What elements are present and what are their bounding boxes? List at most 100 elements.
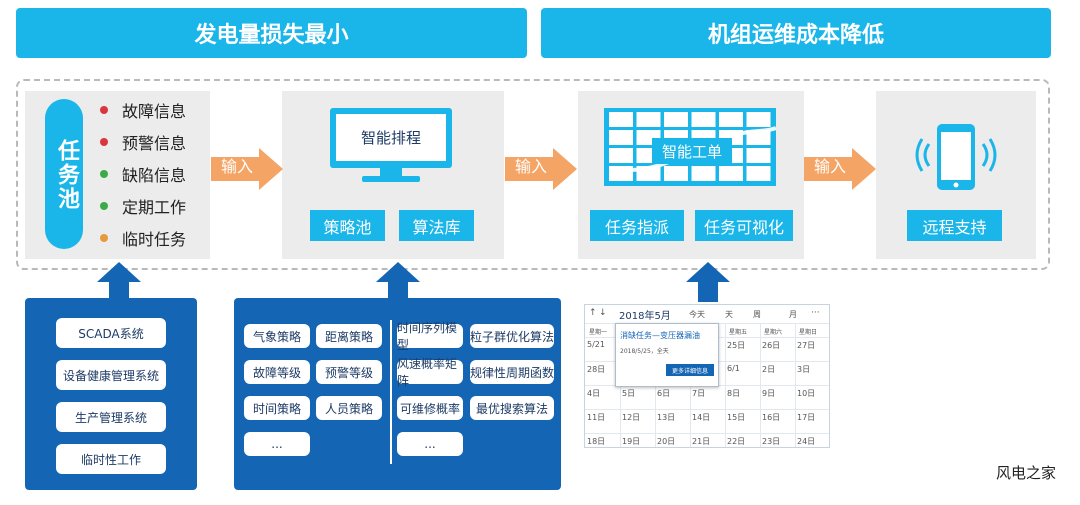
algorithm-item: ...: [397, 432, 463, 456]
view-month: 月: [789, 309, 797, 320]
calendar-day: 17日: [797, 412, 815, 423]
system-item: 临时性工作: [56, 444, 166, 474]
task-item-label: 临时任务: [122, 226, 186, 250]
strategy-item: 时间策略: [244, 396, 310, 420]
system-item: 设备健康管理系统: [56, 360, 166, 390]
strategy-pool-tag: 策略池: [310, 210, 385, 241]
board-cell: [664, 112, 688, 127]
strategy-item: 预警等级: [316, 360, 382, 384]
calendar-day: 6/1: [727, 364, 740, 373]
task-visual-tag: 任务可视化: [695, 210, 793, 241]
system-item: 生产管理系统: [56, 402, 166, 432]
watermark: 风电之家: [996, 462, 1056, 483]
status-dot-icon: [100, 106, 108, 114]
task-item-label: 预警信息: [122, 130, 186, 154]
phone-icon: [915, 122, 997, 194]
input-arrow: 输入: [804, 148, 876, 190]
up-arrow-icon: [686, 262, 730, 302]
event-popup-date: 2018/5/25，全天: [620, 346, 669, 355]
task-item-label: 故障信息: [122, 98, 186, 122]
up-arrow-icon: [97, 262, 141, 302]
algorithm-item: 最优搜索算法: [470, 396, 554, 420]
strategy-item: 人员策略: [316, 396, 382, 420]
event-popup: 消缺任务—变压器漏油 2018/5/25，全天 更多详细信息: [615, 323, 719, 387]
calendar-day: 9日: [762, 388, 775, 399]
weekday-header: 星期六: [764, 327, 782, 336]
calendar-day: 15日: [727, 412, 745, 423]
board-cell: [747, 148, 771, 163]
more-icon: ···: [811, 308, 820, 318]
calendar-day: 28日: [587, 364, 605, 375]
board-cell: [609, 130, 633, 145]
task-item: 预警信息: [100, 130, 186, 154]
banner-left: 发电量损失最小: [16, 8, 527, 58]
calendar-day: 11日: [587, 412, 605, 423]
calendar-day: 19日: [622, 436, 640, 447]
task-pool-pill: 任务池: [45, 99, 83, 249]
prev-arrow-icon: ↑: [589, 308, 597, 318]
weekday-header: 星期一: [589, 327, 607, 336]
algorithm-item: 可维修概率: [397, 396, 463, 420]
calendar-day: 5日: [622, 388, 635, 399]
task-item: 缺陷信息: [100, 162, 186, 186]
board-cell: [719, 166, 743, 181]
task-item-label: 定期工作: [122, 194, 186, 218]
algorithm-item: 规律性周期函数: [470, 360, 554, 384]
algorithm-item: 时间序列模型: [397, 324, 463, 348]
calendar-day: 21日: [692, 436, 710, 447]
status-dot-icon: [100, 170, 108, 178]
calendar-day: 27日: [797, 340, 815, 351]
task-item-label: 缺陷信息: [122, 162, 186, 186]
calendar-row-line: [585, 409, 829, 410]
banner-right: 机组运维成本降低: [541, 8, 1051, 58]
calendar-day: 25日: [727, 340, 745, 351]
status-dot-icon: [100, 234, 108, 242]
calendar-day: 3日: [797, 364, 810, 375]
calendar-day: 13日: [657, 412, 675, 423]
strategy-item: 距离策略: [316, 324, 382, 348]
calendar-day: 5/21: [587, 340, 605, 349]
board-cell: [692, 166, 716, 181]
view-week: 周: [753, 309, 761, 320]
calendar-day: 12日: [622, 412, 640, 423]
calendar-day: 6日: [657, 388, 670, 399]
work-order-board-label: 智能工单: [652, 138, 732, 164]
board-cell: [609, 148, 633, 163]
task-assign-tag: 任务指派: [590, 210, 684, 241]
strategy-item: 故障等级: [244, 360, 310, 384]
monitor-screen-label: 智能排程: [336, 114, 446, 161]
calendar-day: 14日: [692, 412, 710, 423]
weekday-header: 星期五: [729, 327, 747, 336]
input-arrow: 输入: [505, 148, 577, 190]
event-popup-button: 更多详细信息: [666, 364, 714, 376]
board-cell: [692, 112, 716, 127]
input-arrow-label: 输入: [515, 153, 547, 177]
calendar-day: 2日: [762, 364, 775, 375]
board-cell: [664, 166, 688, 181]
calendar-day: 23日: [762, 436, 780, 447]
calendar-screenshot: ↑ ↓ 2018年5月 今天 天 周 月 ··· 星期一星期二星期三星期四星期五…: [584, 304, 830, 448]
board-cell: [747, 166, 771, 181]
calendar-day: 7日: [692, 388, 705, 399]
calendar-day: 18日: [587, 436, 605, 447]
calendar-day: 8日: [727, 388, 740, 399]
calendar-month: 2018年5月: [619, 307, 671, 322]
algorithm-item: 风速概率矩阵: [397, 360, 463, 384]
calendar-day: 16日: [762, 412, 780, 423]
calendar-day: 4日: [587, 388, 600, 399]
task-item: 故障信息: [100, 98, 186, 122]
input-arrow: 输入: [211, 148, 283, 190]
strategy-item: 气象策略: [244, 324, 310, 348]
calendar-day: 24日: [797, 436, 815, 447]
monitor-base: [362, 176, 420, 182]
algorithm-library-tag: 算法库: [399, 210, 474, 241]
event-popup-title: 消缺任务—变压器漏油: [620, 330, 700, 341]
calendar-day: 20日: [657, 436, 675, 447]
up-arrow-icon: [376, 262, 420, 302]
monitor-icon: 智能排程: [330, 108, 452, 168]
system-item: SCADA系统: [56, 318, 166, 348]
task-pool-title: 任务池: [50, 139, 82, 211]
task-item: 定期工作: [100, 194, 186, 218]
board-cell: [609, 112, 633, 127]
next-arrow-icon: ↓: [599, 308, 607, 318]
